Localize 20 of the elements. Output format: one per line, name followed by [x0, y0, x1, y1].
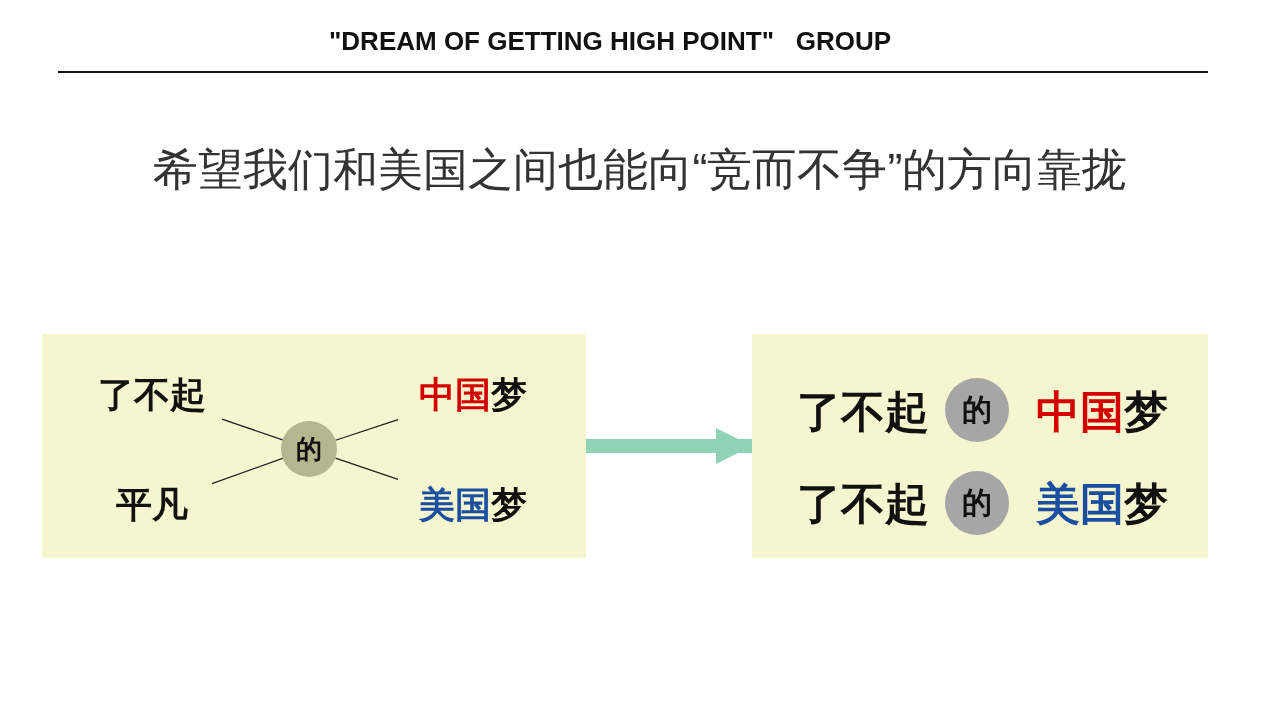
phrase-text: 平凡 [92, 478, 212, 532]
connector-line [221, 418, 284, 441]
character-circle: 的 [281, 421, 337, 477]
phrase-text: 美国梦 [1024, 474, 1180, 534]
phrase-text: 了不起 [786, 474, 940, 534]
phrase-text: 了不起 [82, 368, 222, 422]
arrow [586, 427, 752, 465]
connector-line [334, 457, 399, 481]
phrase-text: 美国梦 [398, 478, 548, 532]
phrase-text: 中国梦 [398, 368, 548, 422]
character-circle: 的 [945, 471, 1009, 535]
subtitle-text: 希望我们和美国之间也能向“竞而不争”的方向靠拢 [151, 143, 1129, 197]
phrase-text: 中国梦 [1024, 382, 1180, 442]
character-circle: 的 [945, 378, 1009, 442]
panel [42, 334, 586, 558]
connector-line [211, 457, 284, 485]
panel [752, 334, 1208, 558]
phrase-text: 了不起 [786, 382, 940, 442]
group-title: "DREAM OF GETTING HIGH POINT" GROUP [328, 26, 892, 57]
connector-line [334, 419, 399, 441]
